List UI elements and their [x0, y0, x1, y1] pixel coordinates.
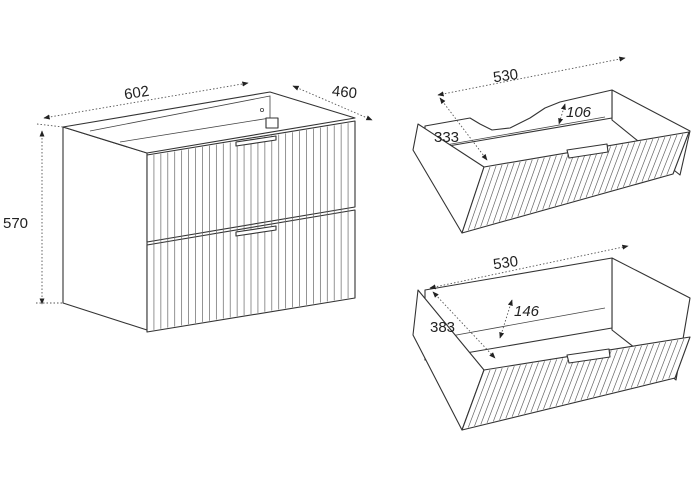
drawer-top-depth-label: 333	[434, 129, 459, 146]
drawer-top-width-label: 530	[492, 66, 519, 86]
cabinet-fluting	[153, 123, 349, 330]
flute-line	[511, 159, 533, 219]
flute-line	[616, 142, 636, 189]
flute-line	[530, 360, 551, 413]
flute-line	[536, 155, 557, 212]
flute-line	[580, 352, 600, 401]
flute-line	[655, 340, 673, 382]
flute-line	[480, 164, 503, 227]
cabinet-side-panel	[62, 126, 148, 331]
flute-line	[668, 338, 685, 379]
flute-line	[529, 156, 551, 214]
cabinet-depth-label: 460	[331, 83, 358, 103]
flute-line	[518, 362, 539, 416]
flute-line	[554, 152, 575, 207]
cabinet-back-line	[119, 117, 271, 143]
drawer-top-height-label: 106	[566, 104, 592, 121]
cabinet-height-label: 570	[3, 215, 28, 232]
flute-line	[660, 134, 678, 177]
flute-line	[599, 349, 618, 396]
flute-line	[623, 141, 642, 188]
flute-line	[548, 153, 569, 208]
flute-line	[536, 359, 558, 411]
flute-line	[649, 341, 667, 384]
flute-line	[511, 363, 533, 417]
flute-line	[499, 365, 521, 420]
flute-line	[543, 358, 564, 410]
flute-line	[612, 347, 630, 393]
flute-line	[542, 154, 563, 210]
drawer-depth-dimension	[432, 291, 496, 359]
flute-line	[568, 354, 588, 404]
flute-line	[610, 143, 630, 191]
flute-line	[635, 139, 654, 184]
flute-line	[524, 361, 545, 414]
flute-line	[467, 166, 491, 231]
drawer-depth-dimension	[439, 97, 488, 161]
flute-line	[641, 138, 660, 182]
top-drawer-handle	[235, 135, 277, 147]
flute-line	[480, 367, 503, 425]
flute-line	[629, 140, 648, 186]
flute-line	[604, 144, 624, 193]
flute-line	[598, 145, 617, 194]
flute-line	[637, 343, 654, 387]
drawer-bottom-view: 530 383 146	[412, 244, 691, 431]
flute-line	[662, 339, 679, 381]
drawer-handle	[566, 143, 609, 159]
drawer-fluting	[467, 133, 684, 231]
drawer-fluting	[467, 338, 685, 428]
flute-line	[561, 355, 582, 405]
flute-line	[579, 148, 599, 200]
flute-line	[549, 357, 570, 408]
flute-line	[505, 364, 527, 419]
flute-line	[523, 157, 545, 215]
flute-line	[573, 149, 593, 201]
drawer-width-dimension	[429, 244, 629, 290]
flute-line	[593, 350, 612, 398]
flute-line	[666, 133, 684, 175]
cabinet-width-label: 602	[123, 83, 150, 104]
drawer-bottom-width-label: 530	[492, 253, 519, 273]
drawer-top-view: 530 333 106	[412, 56, 691, 234]
flute-line	[643, 342, 661, 385]
flute-line	[486, 366, 509, 424]
flute-line	[654, 135, 672, 179]
flute-line	[591, 146, 611, 196]
flute-line	[567, 150, 587, 203]
drawer-bottom-height-label: 146	[514, 303, 540, 320]
flute-line	[560, 151, 581, 205]
extension-line	[36, 123, 64, 128]
flute-line	[474, 368, 497, 427]
flute-line	[492, 162, 515, 224]
flute-line	[647, 136, 666, 181]
drawer-handle	[566, 348, 611, 364]
flute-line	[574, 353, 594, 402]
cabinet-view: 602 460 570	[3, 81, 373, 333]
flute-line	[624, 345, 642, 390]
flute-line	[498, 161, 521, 222]
drawer-bottom-depth-label: 383	[430, 319, 455, 336]
flute-line	[585, 147, 605, 198]
flute-line	[555, 356, 576, 407]
width-dimension-line	[43, 81, 249, 120]
flute-line	[486, 163, 509, 226]
bottom-drawer-handle	[235, 225, 277, 237]
depth-dimension-line	[292, 85, 373, 121]
flute-line	[474, 165, 497, 229]
flute-line	[467, 369, 491, 428]
flute-line	[605, 348, 624, 394]
flute-line	[505, 160, 527, 220]
flute-line	[492, 366, 515, 422]
flute-line	[618, 346, 636, 391]
cabinet-bracket	[265, 117, 279, 129]
flute-line	[630, 344, 648, 388]
flute-line	[586, 351, 606, 399]
cabinet-hole	[259, 108, 264, 113]
drawer-front-panel	[461, 131, 690, 234]
drawer-width-dimension	[437, 56, 626, 97]
flute-line	[517, 158, 539, 217]
